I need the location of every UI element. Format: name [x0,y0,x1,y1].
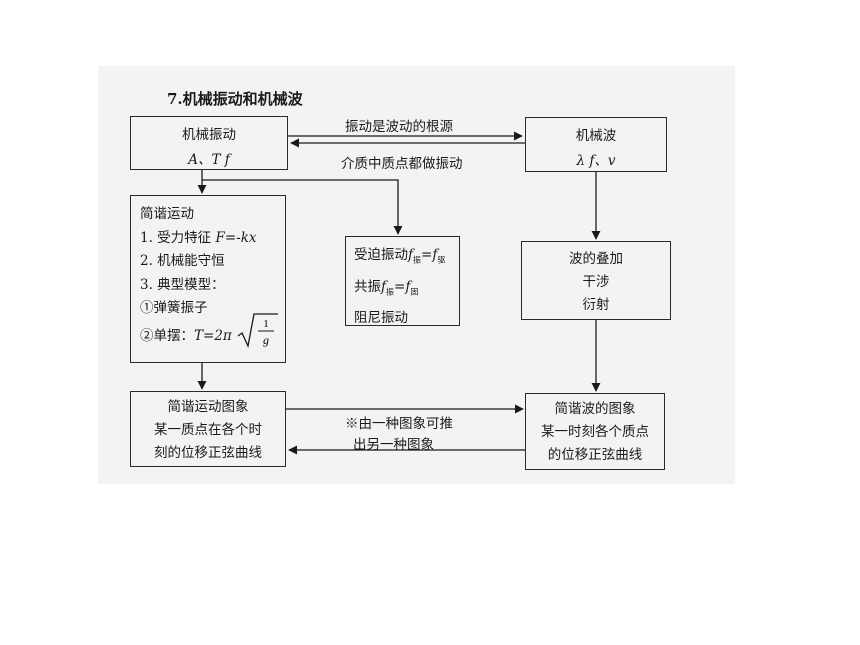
resonance-f2: f [405,278,411,295]
shm-item-spring: ①弹簧振子 [140,300,208,316]
node-mechanical-wave: 机械波 λ f、v [525,117,667,172]
forced-sub1: 振 [413,255,421,265]
edge-label-bottom-1: ※由一种图象可推 [345,416,453,432]
resonance-eq: = [394,278,406,295]
pendulum-formula: T=2π [194,327,232,344]
forced-f1: f [408,247,413,263]
forced-label: 受迫振动 [354,247,408,263]
shm-graph-desc2: 刻的位移正弦曲线 [154,445,262,461]
node-wave-graph: 简谐波的图象 某一时刻各个质点 的位移正弦曲线 [525,393,665,470]
node-forced-vibration: 受迫振动f振=f驱 共振f振=f固 阻尼振动 [345,236,460,326]
shm-item-force-label: 1. 受力特征 [140,229,212,246]
shm-title: 简谐运动 [140,206,194,222]
arrow-vibration-to-forced [202,179,403,235]
resonance-sub2: 固 [410,287,419,297]
shm-graph-desc1: 某一质点在各个时 [154,422,262,438]
resonance-line: 共振f振=f固 [354,274,459,306]
wave-graph-desc2: 的位移正弦曲线 [547,447,643,463]
node-mechanical-vibration: 机械振动 A、T f [130,116,288,170]
forced-line: 受迫振动f振=f驱 [354,242,459,274]
wave-graph-desc1: 某一时刻各个质点 [541,424,649,440]
resonance-sub1: 振 [386,287,394,297]
shm-graph-title: 简谐运动图象 [167,399,249,415]
sqrt-denominator: g [263,333,269,347]
diffraction: 衍射 [582,297,610,313]
forced-eq: = [421,247,433,263]
node-shm-graph: 简谐运动图象 某一质点在各个时 刻的位移正弦曲线 [130,391,286,467]
shm-item-pendulum: ②单摆：T=2π 1 g [140,312,285,351]
shm-item-energy: 2. 机械能守恒 [140,253,225,269]
edge-label-top-forward: 振动是波动的根源 [345,119,453,135]
interference: 干涉 [582,274,610,290]
forced-sub2: 驱 [437,255,446,265]
node-wave-superposition: 波的叠加 干涉 衍射 [521,241,671,320]
shm-item-models: 3. 典型模型： [140,276,225,293]
node-vars: A、T f [188,152,230,168]
wave-graph-title: 简谐波的图象 [554,401,636,417]
shm-item-force-formula: F=-kx [215,229,257,246]
forced-f2: f [432,247,438,263]
sqrt-numerator: 1 [263,318,269,330]
diagram-title: 7.机械振动和机械波 [167,90,303,108]
damped-line: 阻尼振动 [354,310,408,327]
node-title: 机械波 [575,128,617,144]
node-title: 机械振动 [182,127,236,143]
edge-label-bottom-2: 出另一种图象 [353,437,434,453]
edge-label-top-back: 介质中质点都做振动 [341,156,463,172]
pendulum-label: ②单摆： [140,327,194,344]
resonance-label: 共振 [354,278,381,295]
sqrt-sign: 1 g [237,312,278,348]
superposition-title: 波的叠加 [569,251,623,267]
resonance-f1: f [381,278,386,295]
shm-item-force: 1. 受力特征 F=-kx [140,227,285,251]
node-simple-harmonic-motion: 简谐运动 1. 受力特征 F=-kx 2. 机械能守恒 3. 典型模型： ①弹簧… [130,195,286,363]
node-vars: λ f、v [576,153,616,169]
